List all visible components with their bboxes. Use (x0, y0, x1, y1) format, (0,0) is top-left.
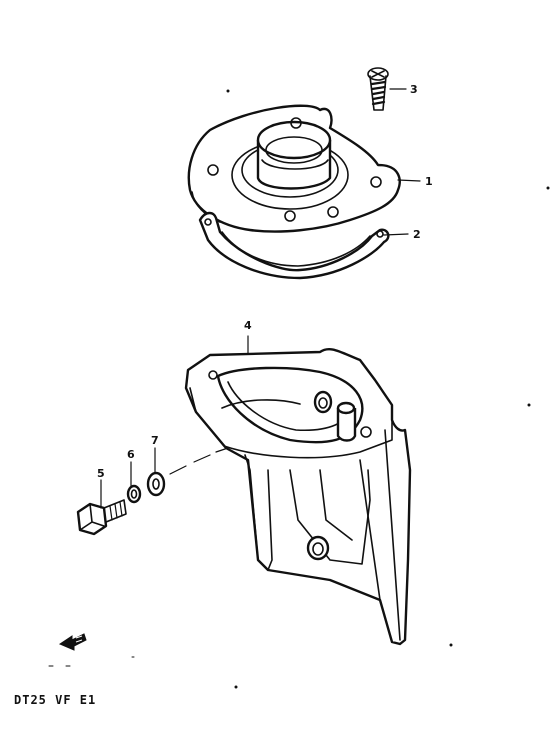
callout-2: 2 (413, 228, 421, 241)
bracket-part-4 (184, 347, 412, 646)
callout-6: 6 (127, 448, 135, 461)
callout-1: 1 (425, 175, 433, 188)
callout-3: 3 (410, 83, 418, 96)
model-caption: DT25 VF E1 (14, 693, 96, 707)
bearing-housing-part-1 (187, 104, 401, 233)
front-direction-arrow-icon (58, 633, 87, 651)
callout-5: 5 (97, 467, 105, 480)
gasket-part-2 (198, 211, 390, 280)
scan-dash (48, 656, 135, 667)
washer-part-7 (146, 471, 166, 497)
lockwasher-part-6 (126, 484, 142, 504)
leader-lines (100, 88, 421, 509)
screw-part-3 (367, 67, 389, 111)
scan-specks (226, 89, 550, 689)
bolt-axis-line (169, 447, 229, 475)
bolt-part-5 (76, 499, 127, 536)
callout-4: 4 (244, 319, 252, 332)
callout-7: 7 (151, 434, 159, 447)
